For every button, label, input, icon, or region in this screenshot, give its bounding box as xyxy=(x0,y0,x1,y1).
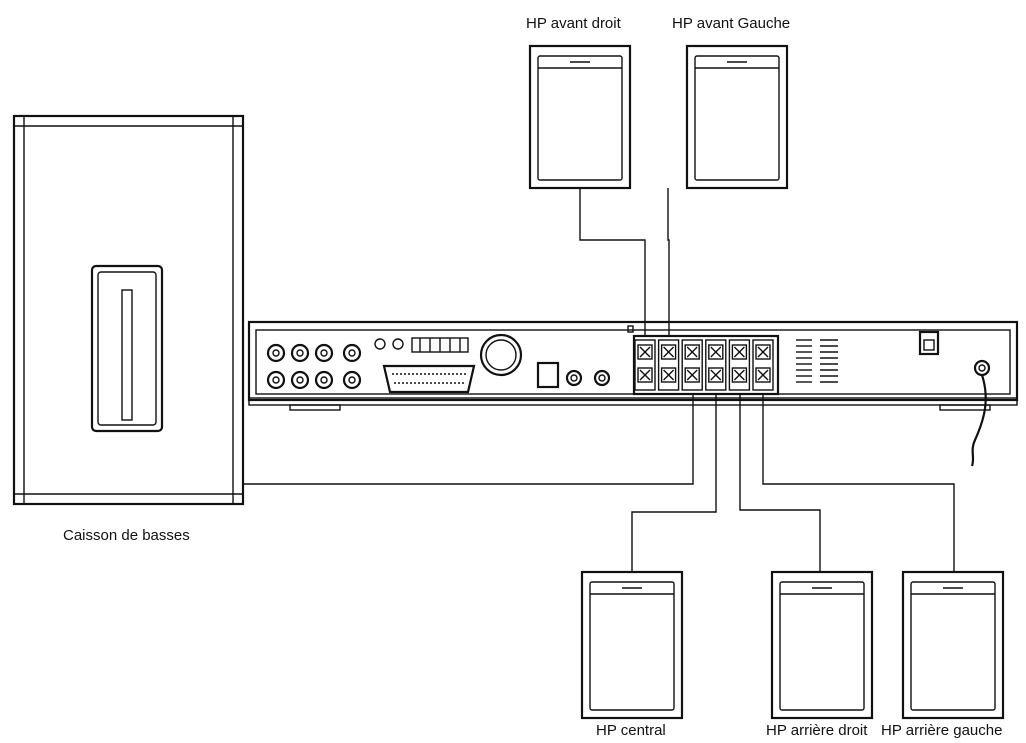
optical-connector xyxy=(536,361,560,389)
speaker-rear-right xyxy=(770,570,874,720)
subwoofer xyxy=(12,114,245,506)
power-inlet xyxy=(973,359,991,377)
rca-jacks xyxy=(266,343,362,390)
speaker-rear-left xyxy=(901,570,1005,720)
terminal-pair xyxy=(681,339,703,391)
speaker-front-left xyxy=(685,44,789,190)
speaker-terminals xyxy=(632,334,780,396)
speaker-center xyxy=(580,570,684,720)
front-right-label: HP avant droit xyxy=(526,15,622,32)
scart-connector xyxy=(382,364,476,394)
subwoofer-label: Caisson de basses xyxy=(63,527,190,544)
terminal-pair xyxy=(634,339,656,391)
terminal-pair xyxy=(705,339,727,391)
speaker-wires xyxy=(243,188,955,572)
center-label: HP central xyxy=(596,722,666,739)
terminal-pair xyxy=(752,339,774,391)
front-left-label: HP avant Gauche xyxy=(672,15,790,32)
receiver-rear-panel xyxy=(247,320,1019,411)
rear-left-label: HP arrière gauche xyxy=(881,722,1002,739)
vent-slots xyxy=(796,339,838,383)
speaker-front-right xyxy=(528,44,632,190)
power-cord xyxy=(970,374,987,467)
terminal-pair xyxy=(657,339,680,391)
fan xyxy=(479,333,523,377)
rear-right-label: HP arrière droit xyxy=(766,722,868,739)
terminal-pair xyxy=(728,339,751,391)
